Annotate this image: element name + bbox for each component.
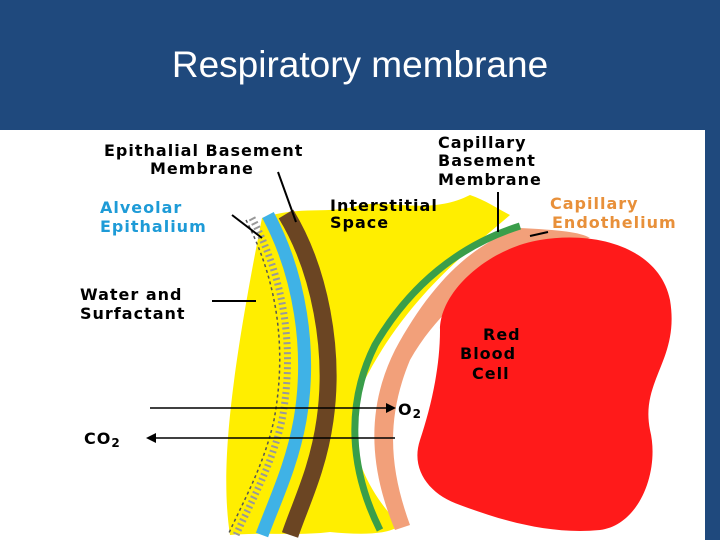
label-capillary-basement-3: Membrane <box>438 170 542 189</box>
pointer-capillary-endothelium <box>529 231 549 237</box>
label-water-1: Water and <box>80 285 182 304</box>
epithelial-basement-membrane <box>278 209 337 538</box>
red-blood-cell <box>417 237 672 531</box>
label-alveolar-1: Alveolar <box>100 198 182 217</box>
slide-title: Respiratory membrane <box>171 44 549 85</box>
capillary-endothelium <box>374 228 590 530</box>
water-surfactant-edge <box>227 219 281 536</box>
label-o2: O2 <box>398 400 422 421</box>
alveolar-epithelium <box>255 211 312 538</box>
label-rbc-2: Blood <box>460 344 516 363</box>
label-capillary-endothelium-1: Capillary <box>550 194 639 213</box>
label-co2: CO2 <box>84 429 121 450</box>
label-epithelial-basement-2: Membrane <box>150 159 254 178</box>
capillary-basement-membrane <box>351 222 522 532</box>
label-water-2: Surfactant <box>80 304 186 323</box>
label-interstitial-1: Interstitial <box>330 196 438 215</box>
label-capillary-basement-2: Basement <box>438 151 536 170</box>
co2-arrowhead <box>146 433 156 443</box>
label-capillary-basement-1: Capillary <box>438 133 527 152</box>
label-rbc-1: Red <box>483 325 521 344</box>
pointer-epithelial-basement <box>277 171 297 223</box>
label-epithelial-basement-1: Epithalial Basement <box>104 141 303 160</box>
title-bar <box>0 0 720 130</box>
label-alveolar-2: Epithalium <box>100 217 207 236</box>
pointer-alveolar <box>231 214 263 239</box>
label-rbc-3: Cell <box>472 364 510 383</box>
water-surfactant-layer <box>232 216 291 537</box>
label-capillary-endothelium-2: Endothelium <box>552 213 677 232</box>
right-edge-bar <box>705 130 720 540</box>
label-interstitial-2: Space <box>330 213 389 232</box>
o2-arrowhead <box>386 403 396 413</box>
